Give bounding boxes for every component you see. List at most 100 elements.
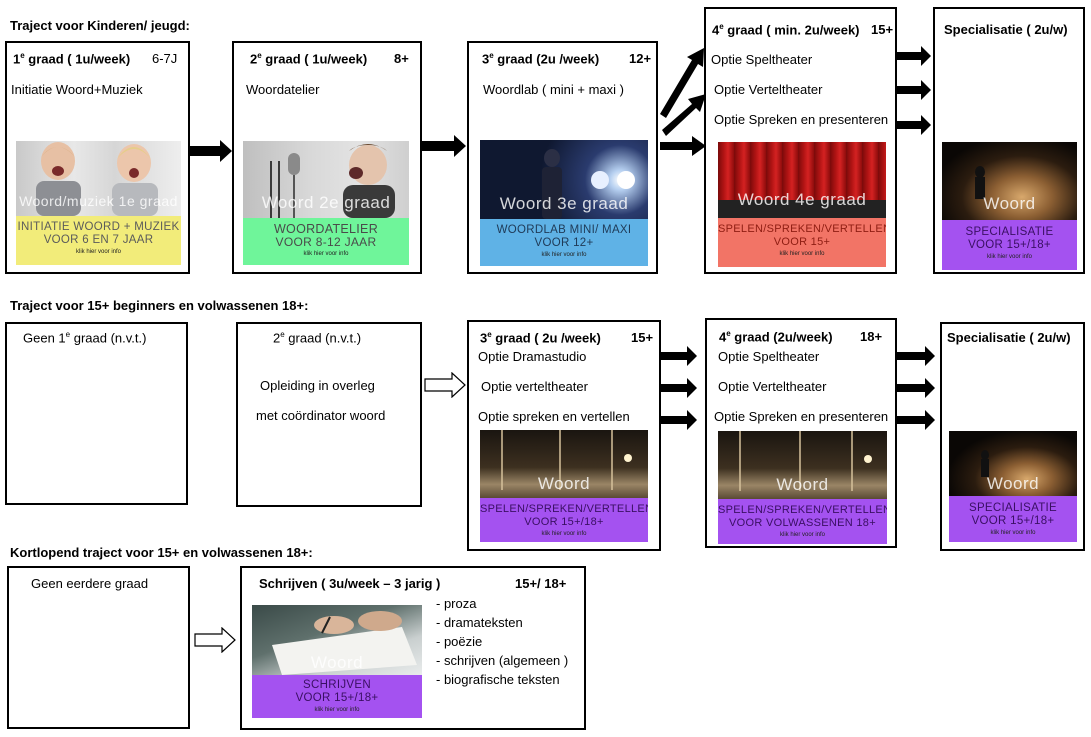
r1-grade4-age: 15+ — [871, 22, 894, 37]
arrow-r1-1-2 — [190, 140, 232, 162]
r1-spec-card[interactable]: Woord SPECIALISATIE VOOR 15+/18+ klik hi… — [942, 142, 1077, 270]
spotlight-stage-photo-svg — [975, 166, 985, 199]
r1-grade1-box: 1e graad ( 1u/week) 6-7J Initiatie Woord… — [5, 41, 190, 274]
r1-grade3-title: 3e graad (2u /week) — [482, 51, 600, 67]
children-photo-svg — [36, 142, 158, 216]
r3-writing-band: SCHRIJVEN VOOR 15+/18+ klik hier voor in… — [252, 675, 422, 718]
r3-none-title: Geen eerdere graad — [31, 576, 149, 591]
r2-grade3-age: 15+ — [631, 330, 654, 345]
list-item: - schrijven (algemeen ) — [436, 653, 569, 668]
r1-grade1-desc: Initiatie Woord+Muziek — [11, 82, 143, 97]
r1-grade4-card[interactable]: Woord 4e graad SPELEN/SPREKEN/VERTELLEN … — [718, 142, 886, 267]
r1-grade3-age: 12+ — [629, 51, 652, 66]
r3-writing-card[interactable]: Woord SCHRIJVEN VOOR 15+/18+ klik hier v… — [252, 605, 422, 718]
r1-grade1-info-link[interactable]: klik hier voor info — [75, 249, 122, 255]
r1-grade1-card[interactable]: Woord/muziek 1e graad INITIATIE WOORD + … — [16, 141, 181, 265]
dim-stage-photo-svg — [501, 430, 632, 490]
r1-grade2-box: 2e graad ( 1u/week) 8+ Woordatelier Woor… — [232, 41, 422, 274]
r2-grade3-band-line2: VOOR 15+/18+ — [524, 515, 604, 528]
r1-spec-band-line1: SPECIALISATIE — [965, 226, 1054, 238]
r1-grade4-band-line1: SPELEN/SPREKEN/VERTELLEN — [718, 223, 886, 235]
r2-grade3-info-link[interactable]: klik hier voor info — [541, 531, 587, 537]
red-curtain-photo: Woord 4e graad — [718, 142, 886, 218]
section-title-beginners: Traject voor 15+ beginners en volwassene… — [10, 298, 309, 313]
r2-grade3-option-3: Optie spreken en vertellen — [478, 409, 630, 424]
dim-stage-photo-2-svg — [739, 431, 872, 491]
list-item: - proza — [436, 596, 477, 611]
r2-grade3-box: 3e graad ( 2u /week) 15+ Optie Dramastud… — [467, 320, 661, 551]
r1-spec-info-link[interactable]: klik hier voor info — [986, 254, 1033, 260]
microphone-photo-svg — [270, 144, 395, 218]
r2-grade3-card-label: Woord — [537, 474, 591, 493]
r1-grade1-band-line1: INITIATIE WOORD + MUZIEK — [17, 221, 180, 233]
r2-spec-card[interactable]: Woord SPECIALISATIE VOOR 15+/18+ klik hi… — [949, 431, 1077, 542]
r1-grade3-card[interactable]: Woord 3e graad WOORDLAB MINI/ MAXI VOOR … — [480, 140, 648, 266]
r2-grade3-card[interactable]: Woord SPELEN/SPREKEN/VERTELLEN VOOR 15+/… — [480, 430, 648, 542]
r2-grade2-line2: met coördinator woord — [256, 408, 386, 423]
r1-spec-band: SPECIALISATIE VOOR 15+/18+ klik hier voo… — [942, 220, 1077, 270]
list-item: - biografische teksten — [436, 672, 560, 687]
writing-hand-photo: Woord — [252, 605, 422, 675]
r1-grade2-title: 2e graad ( 1u/week) — [250, 51, 368, 67]
r2-grade4-card-label: Woord — [776, 475, 829, 494]
r2-grade4-age: 18+ — [860, 329, 883, 344]
r2-grade4-title: 4e graad (2u/week) — [719, 329, 833, 345]
r1-grade2-info-link[interactable]: klik hier voor info — [303, 251, 349, 257]
r1-grade4-title: 4e graad ( min. 2u/week) — [712, 22, 860, 38]
r1-grade2-age: 8+ — [394, 51, 409, 66]
r2-spec-title: Specialisatie ( 2u/w) — [947, 330, 1071, 345]
r1-grade2-card-label: Woord 2e graad — [261, 193, 391, 212]
r1-grade2-band-line2: VOOR 8-12 JAAR — [275, 234, 377, 249]
r2-grade3-option-1: Optie Dramastudio — [478, 349, 587, 364]
r2-spec-card-label: Woord — [986, 474, 1040, 493]
r2-spec-band-line2: VOOR 15+/18+ — [971, 514, 1055, 527]
r2-grade3-title: 3e graad ( 2u /week) — [480, 330, 601, 346]
spotlight-stage-photo-2: Woord — [949, 431, 1077, 496]
r1-grade4-info-link[interactable]: klik hier voor info — [779, 251, 825, 257]
r1-grade1-title: 1e graad ( 1u/week) — [13, 51, 131, 67]
r2-spec-info-link[interactable]: klik hier voor info — [990, 530, 1036, 536]
r2-grade4-card[interactable]: Woord SPELEN/SPREKEN/VERTELLEN VOOR VOLW… — [718, 431, 887, 544]
r1-grade2-card[interactable]: Woord 2e graad WOORDATELIER VOOR 8-12 JA… — [243, 141, 409, 265]
children-photo: Woord/muziek 1e graad — [16, 141, 181, 216]
r2-grade2-box: 2e graad (n.v.t.) Opleiding in overleg m… — [236, 322, 422, 507]
arrow-r1-2-3 — [422, 135, 466, 157]
arrows-r1-4-spec — [897, 46, 931, 135]
outline-arrow-r2 — [424, 372, 466, 398]
r2-grade3-band: SPELEN/SPREKEN/VERTELLEN VOOR 15+/18+ kl… — [480, 498, 648, 542]
microphone-photo: Woord 2e graad — [243, 141, 409, 218]
arrows-r2-3-4 — [661, 346, 697, 430]
spotlight-stage-photo: Woord — [942, 142, 1077, 220]
stage-floor — [718, 200, 886, 218]
r1-grade3-info-link[interactable]: klik hier voor info — [541, 252, 587, 258]
r1-grade4-box: 4e graad ( min. 2u/week) 15+ Optie Spelt… — [704, 7, 897, 274]
stage-lights-photo-svg — [542, 149, 635, 219]
r3-writing-info-link[interactable]: klik hier voor info — [314, 707, 360, 713]
r1-grade1-band-line2: VOOR 6 EN 7 JAAR — [43, 233, 154, 246]
spotlight-stage-photo-2-svg — [981, 450, 989, 477]
r2-grade4-band-line1: SPELEN/SPREKEN/VERTELLEN — [718, 504, 887, 516]
dim-stage-photo: Woord — [480, 430, 648, 498]
r1-grade3-band-line2: VOOR 12+ — [534, 236, 594, 249]
r1-spec-band-line2: VOOR 15+/18+ — [968, 238, 1051, 251]
r1-grade3-desc: Woordlab ( mini + maxi ) — [483, 82, 624, 97]
r1-grade4-option-3: Optie Spreken en presenteren — [714, 112, 889, 127]
r2-grade4-info-link[interactable]: klik hier voor info — [779, 532, 826, 538]
r1-grade4-band-line2: VOOR 15+ — [773, 235, 831, 248]
r3-writing-band-line2: VOOR 15+/18+ — [295, 691, 379, 704]
outline-arrow-r3 — [194, 627, 236, 653]
r2-grade4-option-3: Optie Spreken en presenteren — [714, 409, 889, 424]
dim-stage-photo-2: Woord — [718, 431, 887, 499]
r1-grade3-box: 3e graad (2u /week) 12+ Woordlab ( mini … — [467, 41, 658, 274]
r1-grade1-age: 6-7J — [152, 51, 178, 66]
r2-grade4-band: SPELEN/SPREKEN/VERTELLEN VOOR VOLWASSENE… — [718, 499, 887, 544]
list-item: - dramateksten — [436, 615, 523, 630]
r1-grade4-card-label: Woord 4e graad — [737, 190, 867, 209]
r2-grade3-option-2: Optie verteltheater — [481, 379, 588, 394]
r1-grade3-card-label: Woord 3e graad — [499, 194, 629, 213]
r3-writing-title: Schrijven ( 3u/week – 3 jarig ) — [259, 576, 441, 591]
r1-grade2-band-line1: WOORDATELIER — [273, 222, 379, 236]
r3-writing-card-label: Woord — [310, 653, 364, 672]
r1-grade2-desc: Woordatelier — [246, 82, 320, 97]
r3-writing-age: 15+/ 18+ — [515, 576, 567, 591]
